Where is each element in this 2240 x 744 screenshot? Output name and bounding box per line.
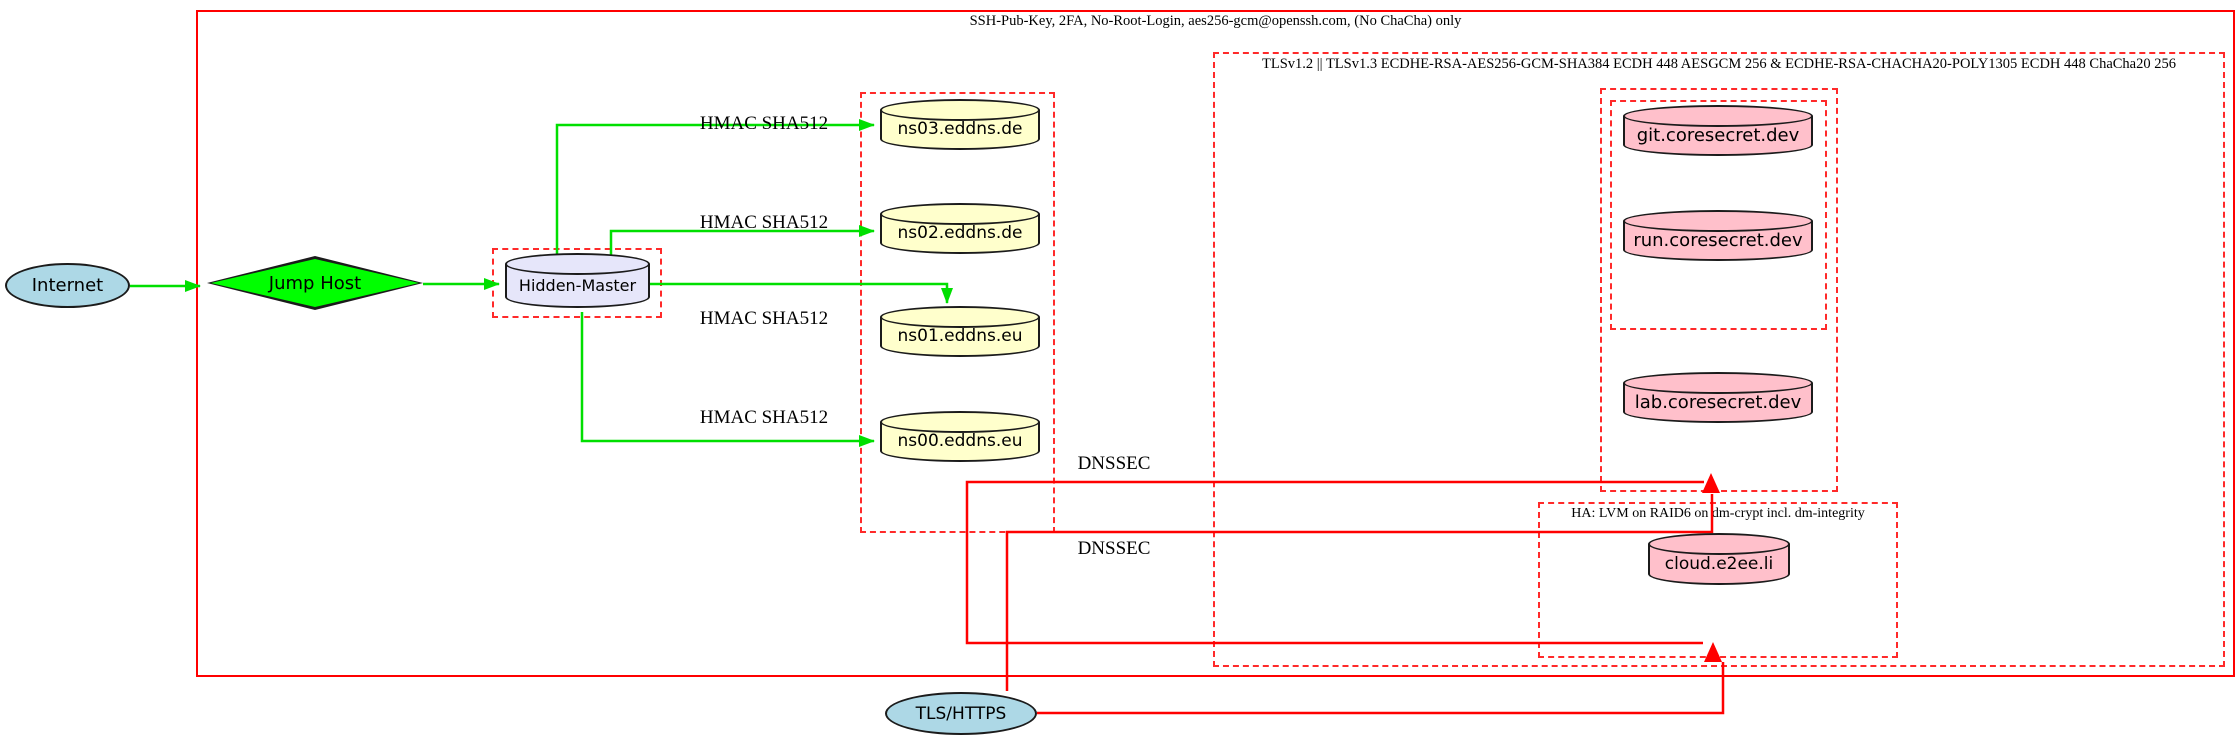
node-ns03: ns03.eddns.de — [880, 99, 1040, 150]
node-jump-host-label: Jump Host — [268, 272, 362, 294]
ssh-cluster-label: SSH-Pub-Key, 2FA, No-Root-Login, aes256-… — [969, 13, 1462, 29]
edge-label-dnssec-1: DNSSEC — [1077, 453, 1151, 474]
tls-cluster-label: TLSv1.2 || TLSv1.3 ECDHE-RSA-AES256-GCM-… — [1262, 56, 2176, 72]
edge-label-dnssec-2: DNSSEC — [1077, 538, 1151, 559]
edge-tlshttps-coresecret — [1005, 494, 1714, 691]
node-run: run.coresecret.dev — [1623, 210, 1813, 261]
edge-hiddenmaster-ns00 — [580, 312, 875, 447]
arrowhead-coresecret — [1702, 473, 1720, 493]
node-tls-https: TLS/HTTPS — [885, 692, 1037, 735]
node-git-label: git.coresecret.dev — [1636, 124, 1800, 146]
edge-tlshttps-ha — [1037, 662, 1725, 715]
edge-hiddenmaster-ns01 — [650, 282, 953, 304]
edge-hiddenmaster-ns02 — [609, 225, 875, 256]
node-internet: Internet — [5, 263, 130, 308]
nameserver-cluster-box — [860, 92, 1055, 533]
node-ns01-label: ns01.eddns.eu — [897, 326, 1023, 346]
node-internet-label: Internet — [31, 275, 104, 296]
node-lab: lab.coresecret.dev — [1623, 372, 1813, 423]
node-hidden-master: Hidden-Master — [505, 253, 650, 308]
ha-cluster-label: HA: LVM on RAID6 on dm-crypt incl. dm-in… — [1571, 506, 1865, 521]
node-lab-label: lab.coresecret.dev — [1634, 391, 1802, 413]
node-hidden-master-label: Hidden-Master — [518, 275, 637, 295]
node-cloud-label: cloud.e2ee.li — [1664, 553, 1774, 574]
node-ns02-label: ns02.eddns.de — [897, 223, 1023, 243]
node-tls-https-label: TLS/HTTPS — [915, 703, 1007, 724]
edge-label-hmac-ns02: HMAC SHA512 — [699, 212, 829, 233]
node-ns02: ns02.eddns.de — [880, 203, 1040, 254]
edge-hiddenmaster-ns03 — [555, 119, 875, 256]
node-cloud: cloud.e2ee.li — [1648, 533, 1790, 585]
tls-cluster-box — [1213, 52, 2225, 667]
edge-label-hmac-ns01: HMAC SHA512 — [699, 308, 829, 329]
node-ns03-label: ns03.eddns.de — [897, 119, 1023, 139]
node-run-label: run.coresecret.dev — [1633, 229, 1803, 251]
node-ns00-label: ns00.eddns.eu — [897, 431, 1023, 451]
coresecret-inner-cluster-box — [1610, 100, 1827, 330]
node-git: git.coresecret.dev — [1623, 105, 1813, 156]
arrowhead-ha — [1704, 642, 1722, 662]
edge-label-hmac-ns00: HMAC SHA512 — [699, 407, 829, 428]
node-ns00: ns00.eddns.eu — [880, 411, 1040, 462]
node-ns01: ns01.eddns.eu — [880, 306, 1040, 357]
edge-dnssec-coresecret — [965, 480, 1704, 645]
edge-label-hmac-ns03: HMAC SHA512 — [699, 113, 829, 134]
ssh-cluster-box — [196, 10, 2235, 677]
